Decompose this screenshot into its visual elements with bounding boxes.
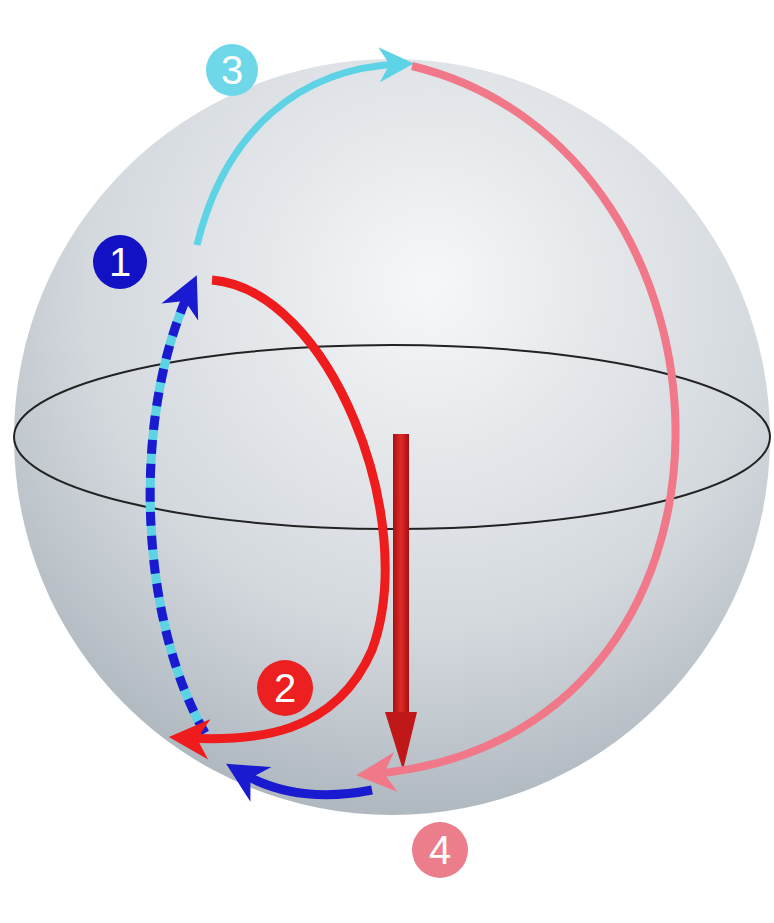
path-arc: [150, 290, 205, 733]
equator: [14, 345, 770, 529]
callout-number: 4: [429, 830, 451, 870]
path-arc: [240, 772, 372, 795]
callout-number: 1: [109, 242, 131, 282]
callout-number: 3: [221, 50, 243, 90]
callout-badge: 1: [93, 235, 147, 289]
path-arc: [150, 290, 205, 733]
state-vector-head: [385, 712, 417, 770]
sphere: [14, 59, 770, 815]
path-arc: [185, 280, 385, 739]
callout-badge: 4: [412, 822, 468, 878]
callout-number: 2: [274, 668, 296, 708]
state-vector: [393, 434, 409, 714]
callout-badge: 3: [206, 44, 258, 96]
path-arc: [372, 66, 676, 774]
callout-badge: 2: [257, 660, 313, 716]
